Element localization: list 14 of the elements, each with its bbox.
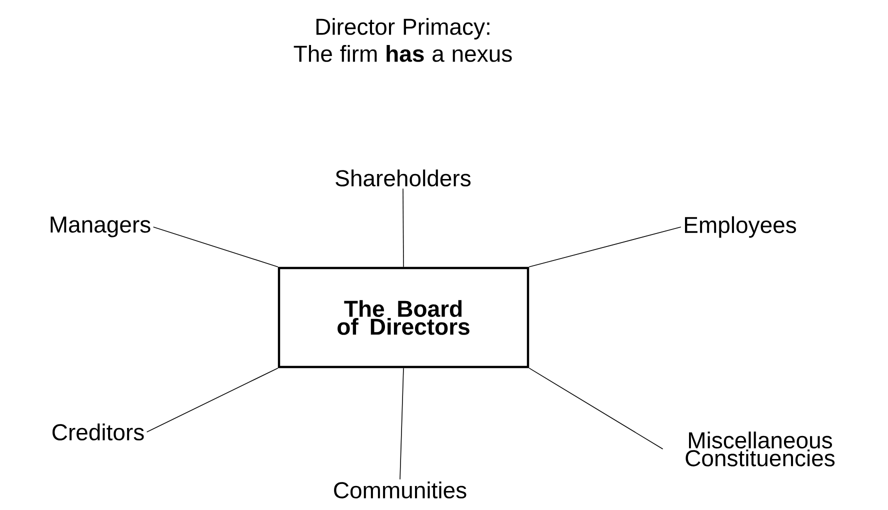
board-box: The Board of Directors	[278, 266, 530, 368]
connector-line	[400, 368, 404, 480]
stakeholder-label: Employees	[685, 216, 796, 238]
connector-line	[146, 368, 278, 432]
stakeholder-label: Shareholders	[336, 170, 471, 186]
stakeholder-label: Miscellaneous Constituencies	[686, 432, 835, 466]
title: Director Primacy: The firm has a nexus	[294, 18, 512, 62]
stakeholder-label: Managers	[50, 216, 150, 238]
connector-line	[152, 226, 278, 268]
stakeholder-label: Communities	[334, 482, 466, 498]
connector-line	[402, 188, 404, 268]
connector-line	[528, 226, 682, 268]
stakeholder-label: Creditors	[52, 424, 144, 440]
connector-line	[528, 368, 664, 450]
